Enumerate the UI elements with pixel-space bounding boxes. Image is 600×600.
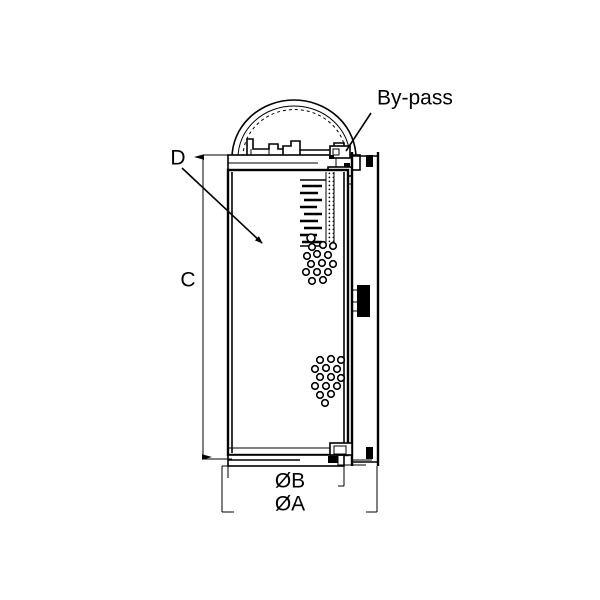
outlet-port-lines — [352, 459, 372, 466]
handle-arc-dashed — [242, 109, 347, 158]
outlet-seal-hatch — [333, 445, 347, 455]
callout-d-leader — [181, 167, 263, 244]
callout-d-label: D — [170, 147, 185, 170]
callout-d: D — [170, 147, 263, 244]
bypass-port-solid — [344, 163, 350, 167]
dimension-b-label: ØB — [275, 470, 305, 493]
filter-element-internals — [300, 172, 346, 408]
outlet-block-upper — [329, 442, 353, 456]
dimension-a: ØA — [221, 466, 378, 516]
callout-bypass: By-pass — [345, 87, 453, 152]
dimension-b-witness-right — [338, 466, 345, 487]
dimension-c: C — [180, 154, 232, 460]
outlet-plug-solid — [328, 456, 338, 463]
dimension-c-label: C — [180, 269, 195, 292]
callout-bypass-label: By-pass — [377, 87, 453, 110]
dimension-b: ØB — [222, 465, 345, 493]
channel-bottom-fitting — [366, 447, 373, 459]
callout-bypass-leader — [345, 112, 372, 152]
port-plug-ticks — [352, 289, 357, 312]
handle-arc-inner — [237, 105, 351, 159]
channel-top-fitting — [366, 155, 373, 167]
right-housing-channel — [350, 152, 380, 466]
dimension-b-witness-left — [222, 465, 229, 478]
lid-tab-center — [282, 140, 301, 156]
spring-retainer-circle — [306, 233, 316, 243]
bottom-outlet-assembly — [227, 442, 372, 467]
bypass-seal-upper — [332, 148, 340, 156]
dimension-a-label: ØA — [275, 493, 305, 516]
perforation-cluster-lower — [310, 354, 346, 408]
handle-arc-outer — [231, 99, 357, 159]
perforation-cluster-upper — [301, 240, 338, 286]
port-plug-solid — [357, 285, 370, 317]
handle-bail — [231, 99, 357, 159]
bypass-plug-solid — [329, 155, 334, 159]
element-port-column — [326, 172, 334, 244]
